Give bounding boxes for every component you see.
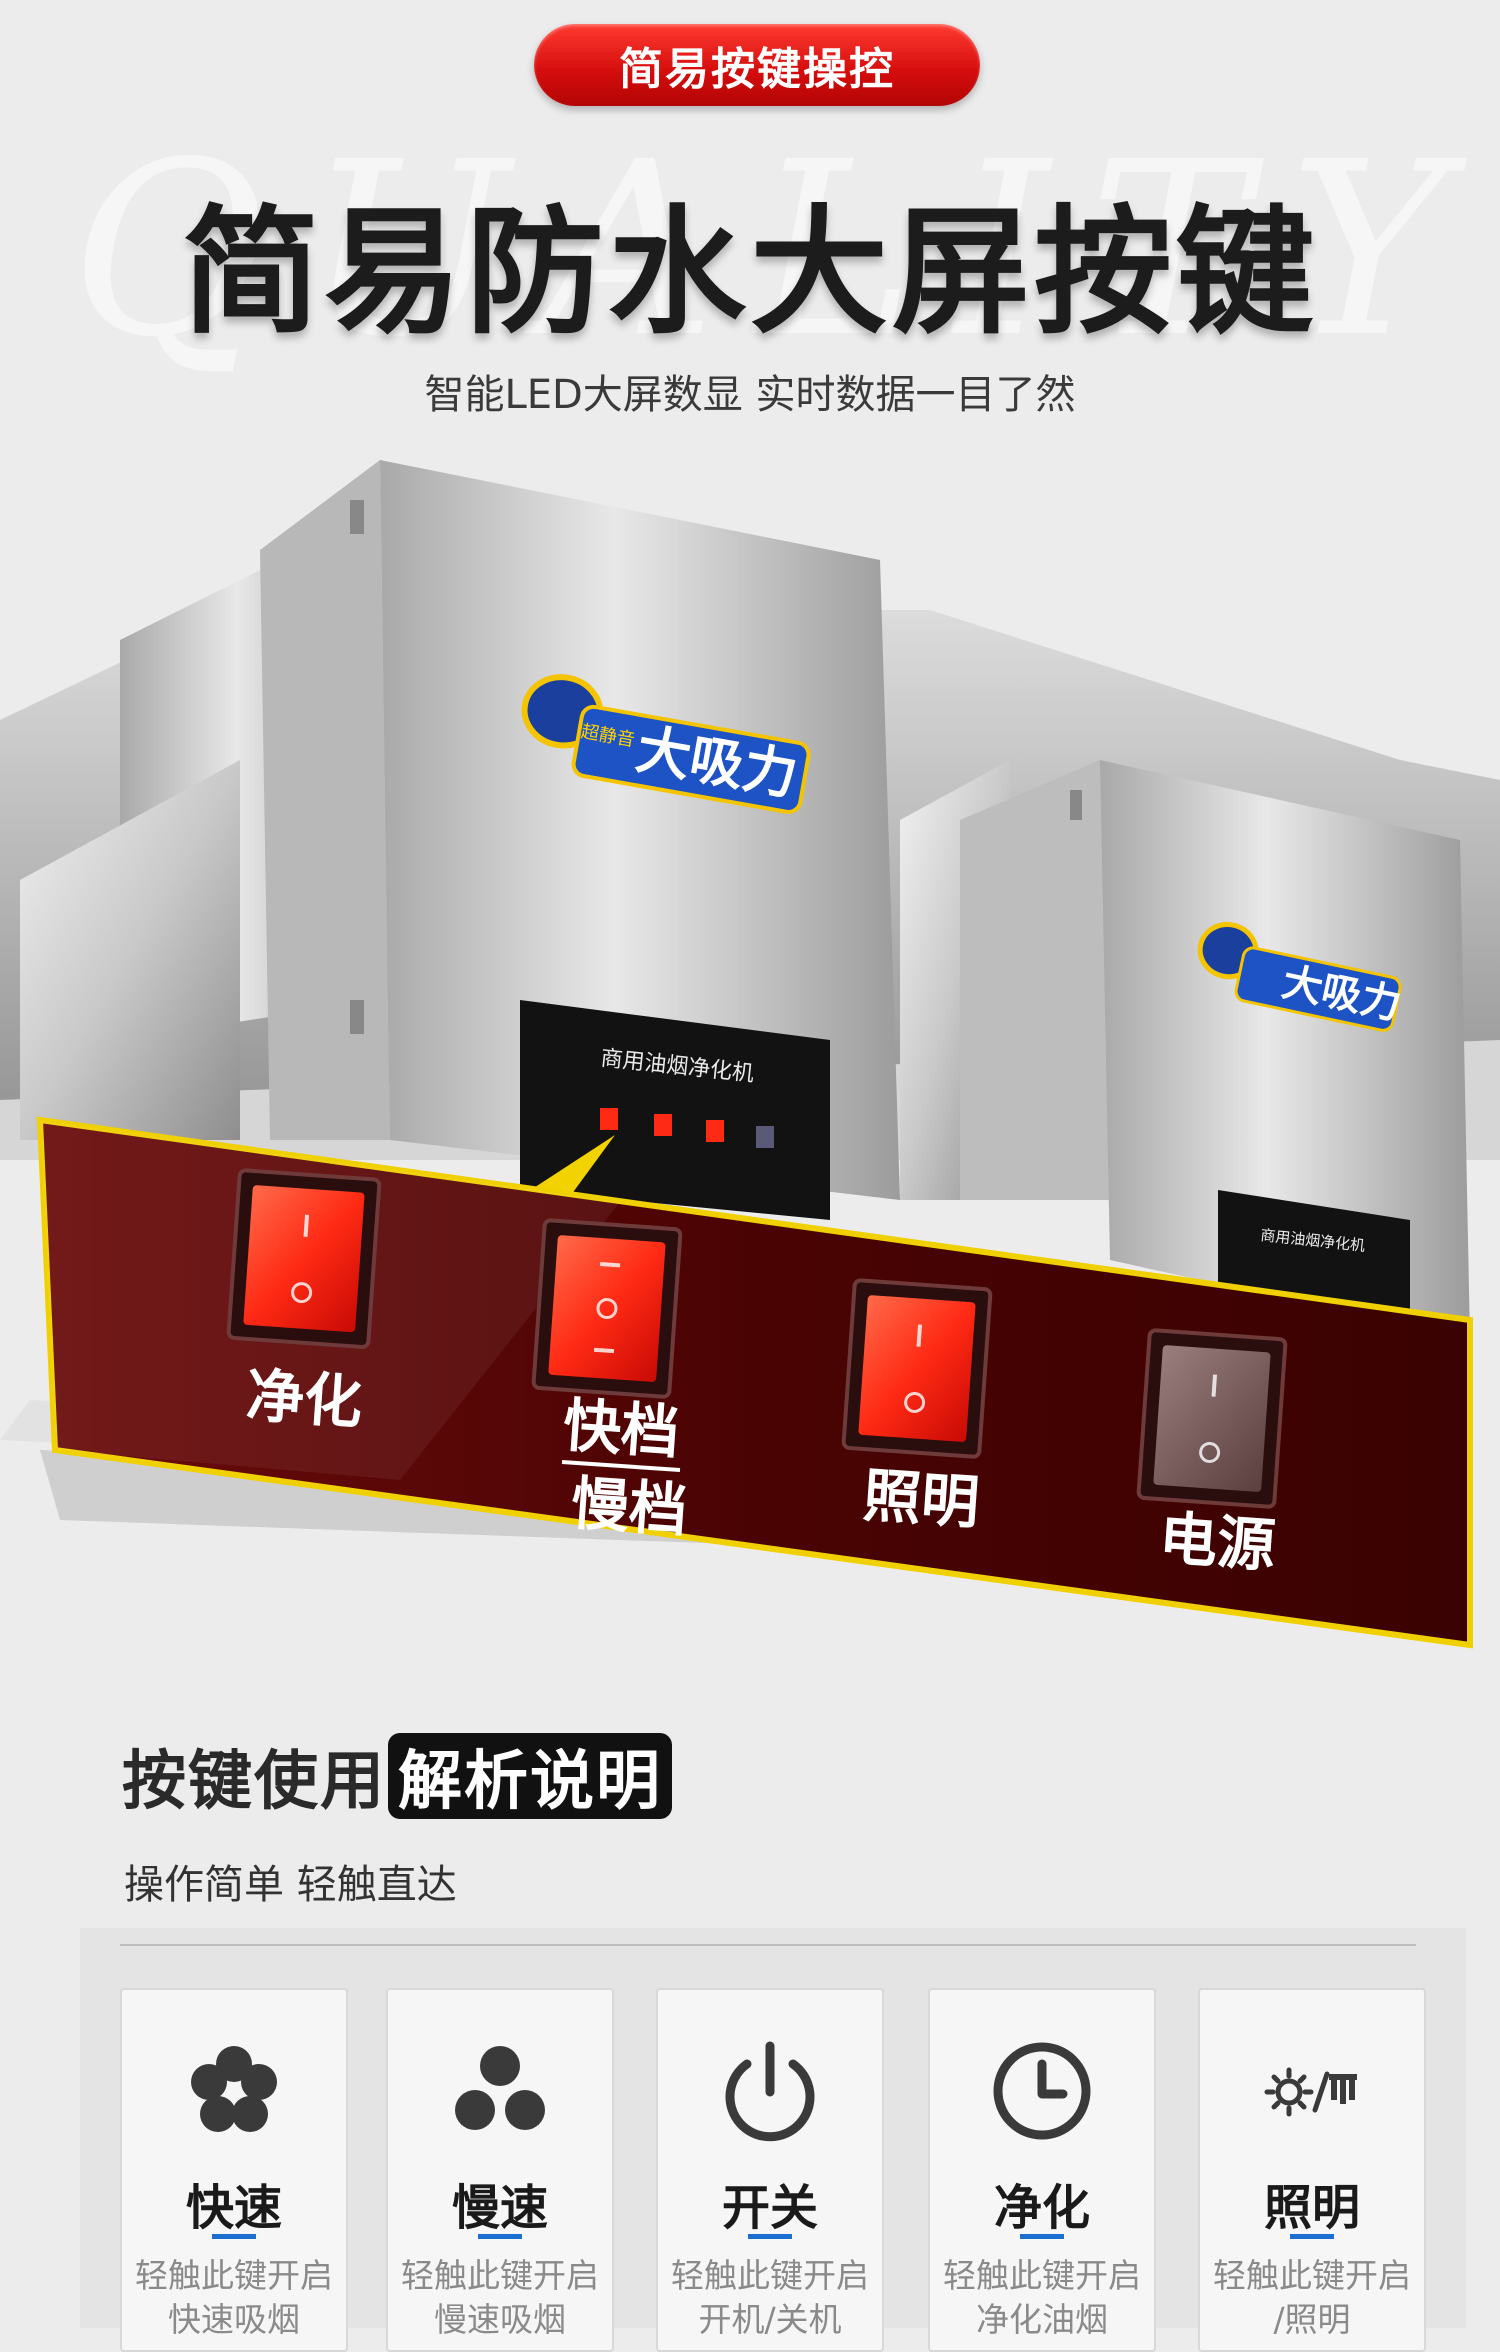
- switch-light: [841, 1278, 993, 1459]
- feature-card-power: 开关 轻触此键开启开机/关机: [656, 1988, 884, 2352]
- clock-icon: [993, 2042, 1091, 2140]
- switch-label-purify: 净化: [244, 1361, 364, 1437]
- feature-card-fast: 快速 轻触此键开启快速吸烟: [120, 1988, 348, 2352]
- background-watermark: QUALITY: [70, 110, 1470, 380]
- card-accent-bar: [748, 2234, 792, 2239]
- card-description: 轻触此键开启开机/关机: [671, 2256, 869, 2339]
- brand-logo: 大吸力 超静音: [521, 674, 811, 814]
- section-title-plain: 按键使用: [122, 1745, 386, 1819]
- card-title: 快速: [185, 2180, 282, 2236]
- card-title: 慢速: [451, 2180, 548, 2236]
- card-title: 开关: [721, 2180, 818, 2236]
- fan-five-blade-icon: [191, 2046, 277, 2132]
- page-title: 简易防水大屏按键: [181, 192, 1318, 353]
- card-accent-bar: [1290, 2234, 1334, 2239]
- switch-label-slow: 慢档: [569, 1469, 689, 1545]
- feature-card-light: 照明 轻触此键开启/照明: [1198, 1988, 1426, 2352]
- card-accent-bar: [1020, 2234, 1064, 2239]
- card-description: 轻触此键开启慢速吸烟: [401, 2256, 599, 2339]
- card-title: 照明: [1263, 2180, 1360, 2236]
- section-divider: [120, 1944, 1416, 1946]
- card-description: 轻触此键开启快速吸烟: [135, 2256, 333, 2339]
- card-accent-bar: [478, 2234, 522, 2239]
- switch-label-fast: 快档: [561, 1391, 681, 1467]
- switch-speed: [531, 1218, 683, 1399]
- card-accent-bar: [212, 2234, 256, 2239]
- card-title: 净化: [993, 2180, 1090, 2236]
- feature-card-slow: 慢速 轻触此键开启慢速吸烟: [386, 1988, 614, 2352]
- card-description: 轻触此键开启净化油烟: [943, 2256, 1141, 2339]
- range-hood-illustration: 大吸力 超静音 商用油烟净化机 大吸力 商用油烟净化机: [0, 460, 1500, 1649]
- switch-label-light: 照明: [861, 1461, 981, 1537]
- card-description: 轻触此键开启/照明: [1213, 2256, 1411, 2339]
- section-badge: 简易按键操控: [534, 24, 980, 106]
- switch-label-power: 电源: [1157, 1504, 1277, 1580]
- section-title: 按键使用 解析说明: [122, 1730, 672, 1822]
- power-icon: [725, 2041, 815, 2142]
- fan-three-blade-icon: [455, 2046, 545, 2130]
- switch-power: [1136, 1328, 1288, 1509]
- section-title-highlight: 解析说明: [388, 1733, 672, 1819]
- switch-purify: [226, 1168, 382, 1349]
- section-subtitle: 操作简单 轻触直达: [124, 1862, 457, 1908]
- feature-card-purify: 净化 轻触此键开启净化油烟: [928, 1988, 1156, 2352]
- light-icon: [1264, 2067, 1357, 2117]
- page-subtitle: 智能LED大屏数显 实时数据一目了然: [424, 372, 1076, 418]
